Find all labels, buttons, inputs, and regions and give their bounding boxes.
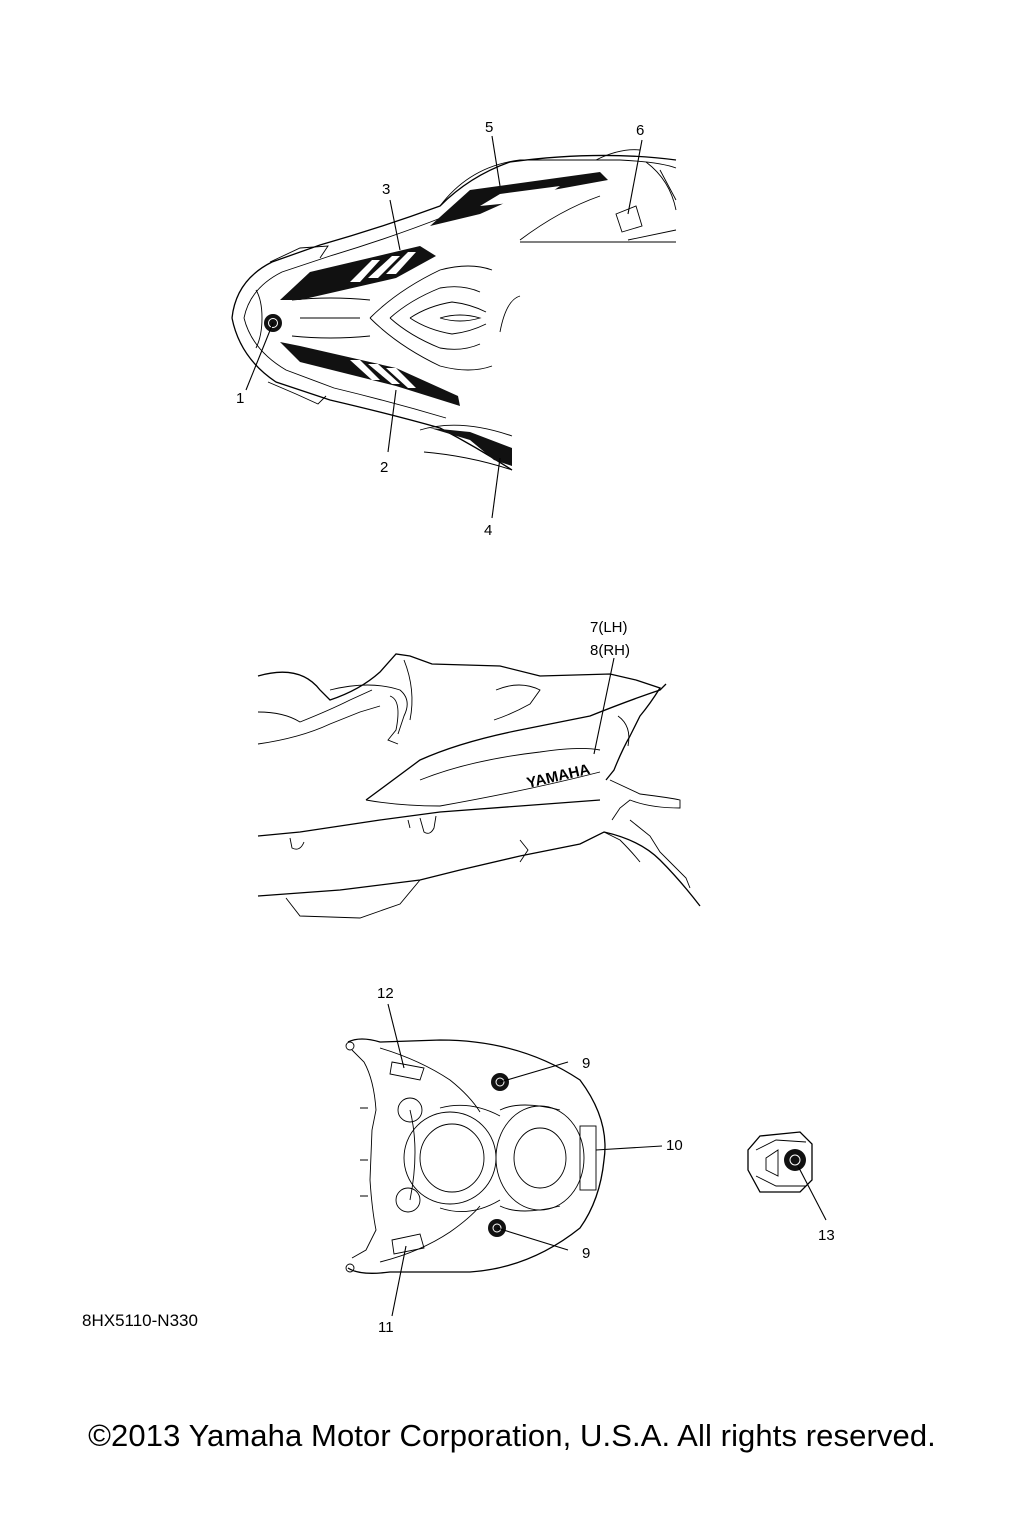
callout-5: 5: [485, 119, 493, 136]
callout-7: 7(LH): [590, 619, 628, 636]
leader-7-8: [593, 657, 615, 755]
callout-4: 4: [484, 522, 492, 539]
yamaha-hull-graphic-text: YAMAHA: [525, 761, 592, 792]
callout-11: 11: [378, 1319, 394, 1336]
copyright-notice: ©2013 Yamaha Motor Corporation, U.S.A. A…: [88, 1418, 936, 1453]
callout-2: 2: [380, 459, 388, 476]
callout-12: 12: [377, 985, 394, 1002]
rear-deck-illustration: [345, 1038, 606, 1274]
leader-13: [797, 1165, 827, 1221]
callout-3: 3: [382, 181, 390, 198]
callout-13: 13: [818, 1227, 835, 1244]
callout-9-upper: 9: [582, 1055, 590, 1072]
part-13-illustration: [747, 1131, 813, 1193]
callout-6: 6: [636, 122, 644, 139]
callout-8: 8(RH): [590, 642, 630, 659]
callout-9-lower: 9: [582, 1245, 590, 1262]
top-deck-illustration: [231, 149, 690, 482]
rear-leaders: [387, 1003, 663, 1317]
callout-1: 1: [236, 390, 244, 407]
diagram-code: 8HX5110-N330: [82, 1311, 198, 1330]
top-leaders: [245, 135, 643, 519]
side-hull-illustration: YAMAHA: [257, 653, 701, 919]
callout-10: 10: [666, 1137, 683, 1154]
